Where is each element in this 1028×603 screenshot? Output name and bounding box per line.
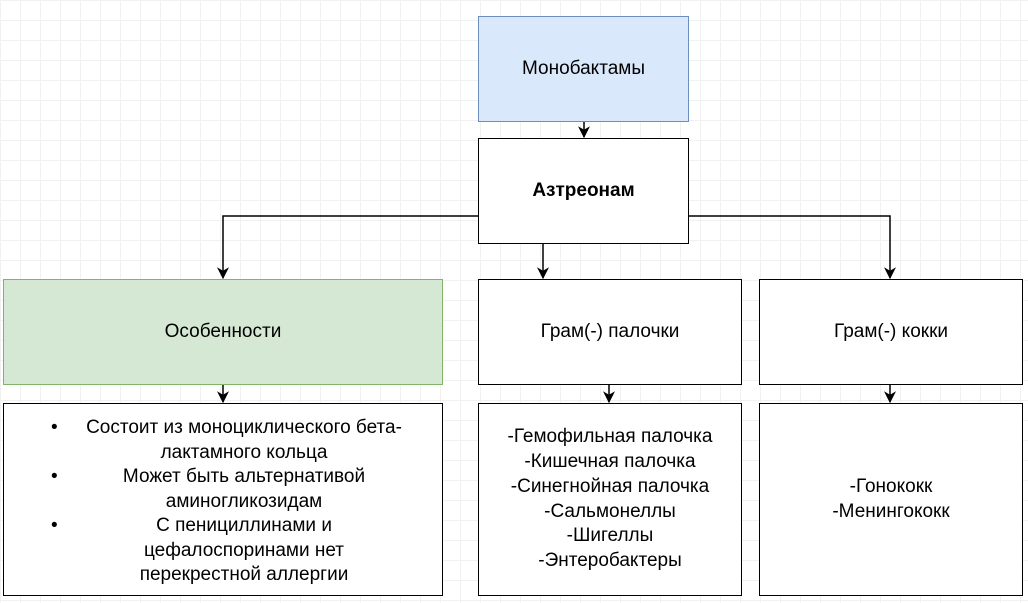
features-label: Особенности <box>164 320 282 342</box>
features-node: Особенности <box>3 279 443 385</box>
features-list-item: С пенициллинами и цефалоспоринами нет пе… <box>4 514 442 588</box>
gram-cocci-node: Грам(-) кокки <box>759 279 1023 385</box>
drug-label: Азтреонам <box>532 179 635 201</box>
features-list-box: Состоит из моноциклического бета-лактамн… <box>3 403 443 596</box>
gram-rods-node: Грам(-) палочки <box>478 279 742 385</box>
gram-cocci-list-box: -Гонококк -Менингококк <box>759 403 1023 596</box>
root-label: Монобактамы <box>522 57 645 79</box>
gram-rods-list-box: -Гемофильная палочка -Кишечная палочка -… <box>478 403 742 596</box>
features-list-item: Может быть альтернативой аминогликозидам <box>4 465 442 514</box>
gram-rods-list-item: -Шигеллы <box>566 525 654 547</box>
gram-cocci-list-item: -Менингококк <box>832 500 950 522</box>
gram-rods-list-item: -Синегнойная палочка <box>510 475 710 497</box>
drug-node: Азтреонам <box>478 138 689 244</box>
gram-rods-list-item: -Кишечная палочка <box>524 451 696 473</box>
features-list: Состоит из моноциклического бета-лактамн… <box>4 404 442 588</box>
gram-cocci-list-item: -Гонококк <box>849 475 933 497</box>
gram-rods-list-item: -Гемофильная палочка <box>507 426 713 448</box>
gram-rods-list-item: -Сальмонеллы <box>544 500 676 522</box>
gram-rods-list-item: -Энтеробактеры <box>538 549 682 571</box>
gram-cocci-list: -Гонококк -Менингококк <box>832 475 949 524</box>
arrow-drug-to-features <box>217 215 478 280</box>
gram-cocci-label: Грам(-) кокки <box>833 320 948 342</box>
features-list-item: Состоит из моноциклического бета-лактамн… <box>4 416 442 465</box>
gram-rods-list: -Гемофильная палочка -Кишечная палочка -… <box>508 425 713 573</box>
arrow-drug-to-gram-cocci <box>689 215 896 280</box>
gram-rods-label: Грам(-) палочки <box>540 320 680 342</box>
root-node: Монобактамы <box>478 16 689 122</box>
